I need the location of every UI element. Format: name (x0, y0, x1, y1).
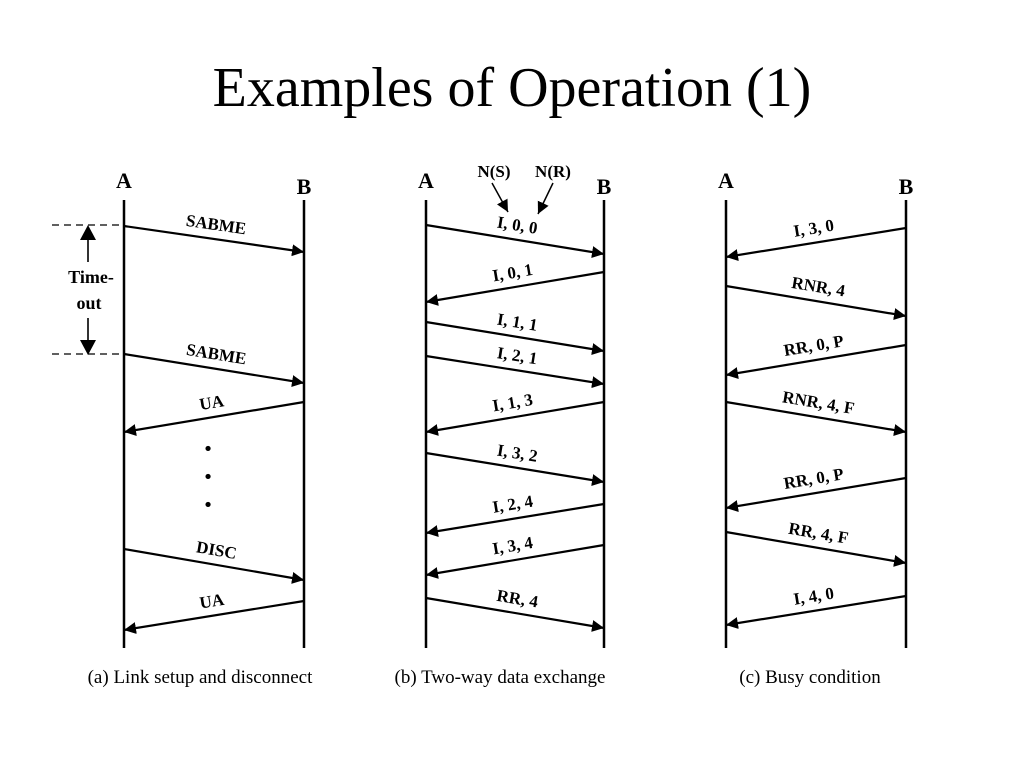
node-a-label: A (418, 168, 434, 193)
message-label: I, 3, 4 (491, 533, 535, 559)
ellipsis-dot: • (203, 495, 214, 516)
node-a-label: A (116, 168, 132, 193)
message-line (123, 400, 305, 436)
node-a-label: A (718, 168, 734, 193)
message-arrow: I, 3, 0 (725, 216, 907, 262)
message-label: I, 3, 0 (792, 216, 835, 241)
message-arrow: UA (123, 391, 305, 436)
message-line (425, 320, 605, 355)
ns-pointer-arrow (491, 182, 509, 213)
message-arrow: I, 3, 2 (425, 441, 605, 486)
ellipsis-dot: • (203, 467, 214, 488)
message-label: I, 2, 1 (496, 343, 539, 368)
message-arrow: RNR, 4 (725, 273, 907, 320)
message-line (425, 270, 605, 306)
message-label: I, 1, 3 (491, 390, 534, 415)
arrow-down-icon (80, 340, 96, 355)
message-line (725, 226, 907, 262)
message-line (725, 284, 907, 320)
slide-title: Examples of Operation (1) (212, 57, 812, 119)
message-line (725, 476, 907, 512)
panel-caption: (b) Two-way data exchange (395, 667, 606, 688)
message-line (725, 594, 907, 630)
message-line (725, 343, 907, 379)
message-arrow: I, 0, 1 (425, 260, 605, 306)
nr-label: N(R) (535, 162, 571, 181)
timeout-label-line1: Time- (68, 267, 114, 287)
ns-label: N(S) (477, 162, 510, 181)
message-arrow: RR, 0, P (725, 331, 907, 379)
message-line (425, 502, 605, 537)
message-label: I, 4, 0 (792, 584, 835, 609)
message-arrow: SABME (123, 340, 305, 388)
panel-caption: (a) Link setup and disconnect (88, 667, 313, 688)
node-b-label: B (899, 174, 914, 199)
message-label: RR, 4 (495, 586, 540, 612)
message-label: I, 0, 0 (496, 213, 539, 238)
message-arrow: RR, 0, P (725, 464, 907, 512)
message-line (725, 400, 907, 436)
panel-c: A B I, 3, 0 RNR, 4 RR, 0, P RNR, 4, F RR, 0, P… (718, 168, 914, 688)
ellipsis-dot: • (203, 439, 214, 460)
sequence-number-annotations: N(S) N(R) (477, 162, 571, 215)
message-label: I, 0, 1 (491, 260, 534, 285)
node-b-label: B (597, 174, 612, 199)
message-arrow: RR, 4, F (725, 519, 907, 567)
panel-b: A B I, 0, 0 I, 0, 1 I, 1, 1 I, 2, 1 I, 1, 3 I, … (395, 168, 612, 688)
message-line (123, 224, 305, 257)
message-arrow: RNR, 4, F (725, 387, 907, 436)
message-line (123, 599, 305, 635)
panel-a: A B SABME SABME UA DISC UA (a) Link setup and d… (88, 168, 313, 688)
message-arrow: SABME (123, 211, 305, 257)
message-line (425, 451, 605, 486)
arrow-up-icon (80, 225, 96, 240)
timeout-label-line2: out (76, 293, 101, 313)
message-arrow: I, 4, 0 (725, 584, 907, 630)
message-line (425, 400, 605, 436)
message-arrow: DISC (123, 537, 305, 584)
message-line (725, 530, 907, 567)
message-line (123, 547, 305, 584)
message-arrow: I, 2, 4 (425, 491, 605, 537)
message-label: I, 1, 1 (496, 310, 539, 335)
message-arrow: I, 1, 3 (425, 390, 605, 436)
message-arrow: I, 1, 1 (425, 310, 605, 355)
message-label: SABME (185, 340, 248, 368)
message-label: UA (198, 590, 226, 613)
message-label: SABME (185, 211, 248, 238)
message-line (425, 354, 605, 389)
message-line (123, 352, 305, 388)
nr-pointer-arrow (537, 182, 554, 215)
message-arrow: UA (123, 590, 305, 635)
message-arrow: I, 2, 1 (425, 343, 605, 389)
message-label: DISC (195, 537, 238, 563)
message-arrow: I, 0, 0 (425, 213, 605, 258)
message-line (425, 223, 605, 258)
message-label: UA (198, 391, 226, 414)
message-label: I, 2, 4 (491, 491, 535, 516)
message-arrow: I, 3, 4 (425, 533, 605, 579)
message-label: I, 3, 2 (496, 441, 539, 466)
message-label: RNR, 4 (790, 273, 847, 301)
message-line (425, 543, 605, 579)
message-arrow: RR, 4 (425, 586, 605, 632)
panel-caption: (c) Busy condition (739, 667, 881, 688)
timeout-indicator: Time-out • • • (52, 224, 214, 516)
node-b-label: B (297, 174, 312, 199)
message-line (425, 596, 605, 632)
